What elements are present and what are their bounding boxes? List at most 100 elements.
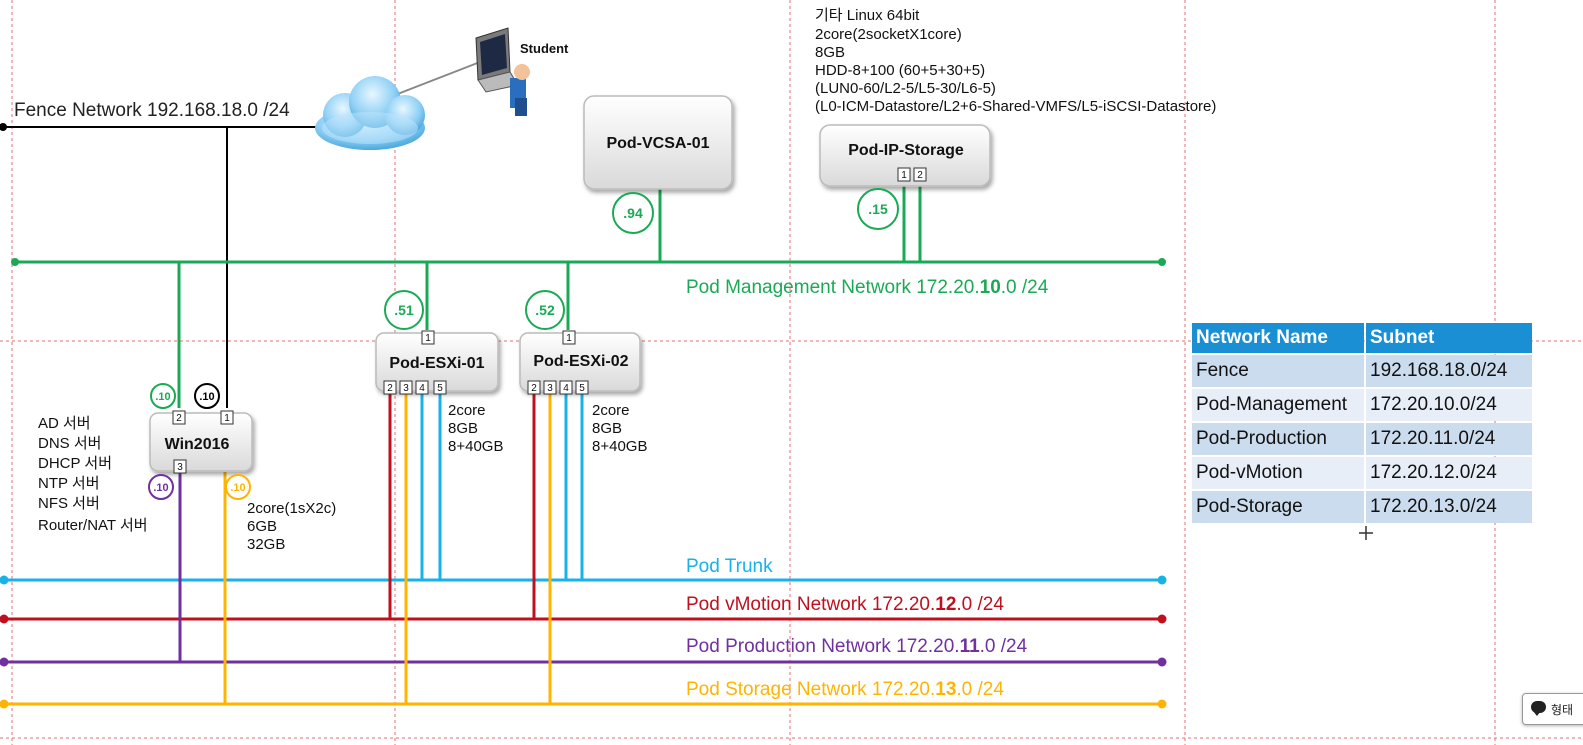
role-line: DNS 서버 xyxy=(38,435,101,452)
student-label: Student xyxy=(520,41,569,56)
role-line: DHCP 서버 xyxy=(38,455,112,472)
trunk-network xyxy=(0,392,1167,585)
spec-line: 2core xyxy=(592,402,630,419)
port-label: 3 xyxy=(177,462,183,473)
port-label: 3 xyxy=(547,383,553,394)
table-row: Pod-Management 172.20.10.0/24 xyxy=(1192,389,1532,421)
cloud-icon xyxy=(315,76,425,150)
node-vcsa: Pod-VCSA-01 xyxy=(583,95,733,190)
spec-line: 6GB xyxy=(247,518,277,535)
storage-network-label: Pod Storage Network 172.20.13.0 /24 xyxy=(686,679,1004,700)
svg-text:.10: .10 xyxy=(199,391,214,403)
table-cell: 172.20.13.0/24 xyxy=(1366,491,1532,523)
column-header: Network Name xyxy=(1192,323,1364,353)
spec-line: 2core xyxy=(448,402,486,419)
win2016-specs: 2core(1sX2c) 6GB 32GB xyxy=(247,500,336,553)
management-network xyxy=(11,182,1166,408)
role-line: AD 서버 xyxy=(38,415,91,432)
vmotion-network xyxy=(0,392,1167,624)
move-cursor-icon xyxy=(1359,526,1373,540)
port-label: 4 xyxy=(419,383,425,394)
subnet-table: Network Name Subnet Fence 192.168.18.0/2… xyxy=(1190,321,1534,525)
port-label: 4 xyxy=(563,383,569,394)
spec-line: 기타 Linux 64bit xyxy=(815,7,920,24)
column-header: Subnet xyxy=(1366,323,1532,353)
esxi-02-label: Pod-ESXi-02 xyxy=(533,353,628,370)
role-line: NFS 서버 xyxy=(38,495,100,512)
port-label: 1 xyxy=(901,170,907,181)
spec-line: 8GB xyxy=(592,420,622,437)
table-cell: Pod-Production xyxy=(1192,423,1364,455)
storage-vm-specs: 기타 Linux 64bit 2core(2socketX1core) 8GB … xyxy=(815,7,1216,115)
win2016-storage-ip-badge: .10 xyxy=(225,474,251,500)
comment-button-label: 형태 xyxy=(1551,703,1574,717)
fence-network: Fence Network 192.168.18.0 /24 xyxy=(0,61,481,408)
esxi-01-specs: 2core 8GB 8+40GB xyxy=(448,402,503,455)
spec-line: 2core(2socketX1core) xyxy=(815,26,962,43)
spec-line: 2core(1sX2c) xyxy=(247,500,336,517)
port-label: 1 xyxy=(566,333,572,344)
storage-ip-badge: .15 xyxy=(857,188,899,230)
svg-text:.94: .94 xyxy=(623,205,643,221)
spec-line: 8+40GB xyxy=(448,438,503,455)
spec-line: (L0-ICM-Datastore/L2+6-Shared-VMFS/L5-iS… xyxy=(815,98,1216,115)
spec-line: (LUN0-60/L2-5/L5-30/L6-5) xyxy=(815,80,996,97)
role-line: Router/NAT 서버 xyxy=(38,517,148,534)
table-row: Pod-Storage 172.20.13.0/24 xyxy=(1192,491,1532,523)
table-cell: Pod-vMotion xyxy=(1192,457,1364,489)
role-line: NTP 서버 xyxy=(38,475,100,492)
svg-text:.15: .15 xyxy=(868,201,888,217)
trunk-network-label: Pod Trunk xyxy=(686,556,773,577)
node-esxi-02: Pod-ESXi-02 1 2 3 4 5 xyxy=(519,330,641,395)
table-cell: 172.20.11.0/24 xyxy=(1366,423,1532,455)
comment-button[interactable]: 형태 xyxy=(1522,693,1583,725)
port-label: 2 xyxy=(531,383,537,394)
node-esxi-01: Pod-ESXi-01 1 2 3 4 5 xyxy=(375,330,499,395)
chat-bubble-icon xyxy=(1531,701,1546,716)
storage-network xyxy=(0,392,1167,709)
svg-text:.10: .10 xyxy=(155,391,170,403)
win2016-mgmt-ip-badge: .10 xyxy=(150,383,176,409)
table-row: Pod-Production 172.20.11.0/24 xyxy=(1192,423,1532,455)
table-row: Fence 192.168.18.0/24 xyxy=(1192,355,1532,387)
port-label: 3 xyxy=(403,383,409,394)
port-label: 2 xyxy=(387,383,393,394)
table-row: Pod-vMotion 172.20.12.0/24 xyxy=(1192,457,1532,489)
port-label: 5 xyxy=(579,383,585,394)
node-win2016: Win2016 2 1 3 xyxy=(149,410,253,474)
svg-text:.51: .51 xyxy=(394,302,414,318)
spec-line: 32GB xyxy=(247,536,285,553)
win2016-roles: AD 서버 DNS 서버 DHCP 서버 NTP 서버 NFS 서버 Route… xyxy=(38,415,148,534)
spec-line: 8GB xyxy=(815,44,845,61)
esxi-01-label: Pod-ESXi-01 xyxy=(389,355,484,372)
svg-text:.52: .52 xyxy=(535,302,555,318)
spec-line: 8GB xyxy=(448,420,478,437)
port-label: 1 xyxy=(224,413,230,424)
port-label: 2 xyxy=(176,413,182,424)
table-header-row: Network Name Subnet xyxy=(1192,323,1532,353)
production-network-label: Pod Production Network 172.20.11.0 /24 xyxy=(686,636,1028,657)
port-label: 2 xyxy=(917,170,923,181)
vmotion-network-label: Pod vMotion Network 172.20.12.0 /24 xyxy=(686,594,1004,615)
esxi-01-ip-badge: .51 xyxy=(384,290,424,330)
win2016-prod-ip-badge: .10 xyxy=(148,474,174,500)
table-cell: Pod-Storage xyxy=(1192,491,1364,523)
esxi-02-ip-badge: .52 xyxy=(525,290,565,330)
port-label: 5 xyxy=(437,383,443,394)
table-cell: 192.168.18.0/24 xyxy=(1366,355,1532,387)
spec-line: HDD-8+100 (60+5+30+5) xyxy=(815,62,985,79)
vcsa-ip-badge: .94 xyxy=(612,192,654,234)
ip-storage-label: Pod-IP-Storage xyxy=(848,142,964,159)
vcsa-label: Pod-VCSA-01 xyxy=(606,135,709,152)
management-network-label: Pod Management Network 172.20.10.0 /24 xyxy=(686,277,1049,298)
win2016-fence-ip-badge: .10 xyxy=(194,383,220,409)
table-cell: 172.20.12.0/24 xyxy=(1366,457,1532,489)
svg-text:.10: .10 xyxy=(153,482,168,494)
production-network xyxy=(0,472,1167,667)
win2016-label: Win2016 xyxy=(165,436,230,453)
esxi-02-specs: 2core 8GB 8+40GB xyxy=(592,402,647,455)
computer-icon xyxy=(475,27,530,116)
table-cell: Fence xyxy=(1192,355,1364,387)
table-cell: 172.20.10.0/24 xyxy=(1366,389,1532,421)
